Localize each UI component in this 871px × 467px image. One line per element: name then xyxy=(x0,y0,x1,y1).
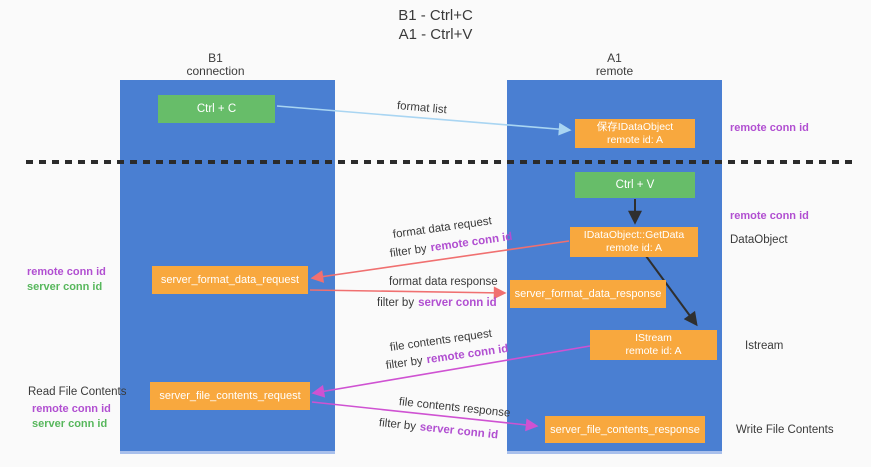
istream-label: Istream xyxy=(745,340,784,352)
save-dataobject-line2: remote id: A xyxy=(606,133,664,146)
getdata-box: IDataObject::GetData remote id: A xyxy=(570,227,698,257)
save-dataobject-box: 保存IDataObject remote id: A xyxy=(575,119,695,148)
title-line-2: A1 - Ctrl+V xyxy=(398,26,473,43)
getdata-line1: IDataObject::GetData xyxy=(583,229,685,241)
server-file-contents-response-label: server_file_contents_response xyxy=(550,423,700,436)
istream-line2: remote id: A xyxy=(625,345,682,357)
server-format-data-request-box: server_format_data_request xyxy=(152,266,308,294)
ctrl-v-label: Ctrl + V xyxy=(615,179,655,191)
dataobject-label: DataObject xyxy=(730,234,788,246)
istream-line1: IStream xyxy=(635,332,672,344)
ctrl-c-label: Ctrl + C xyxy=(196,103,237,115)
istream-box: IStream remote id: A xyxy=(590,330,717,360)
format-data-response-label: format data response xyxy=(389,276,498,288)
format-data-response-arrow xyxy=(309,286,507,300)
filter-by-text: filter by xyxy=(385,354,424,372)
filter-by-text: filter by xyxy=(378,417,417,433)
remote-conn-id-label-left-2: remote conn id xyxy=(32,403,111,415)
phase-separator-dashed-line xyxy=(26,160,852,164)
remote-conn-id-label-right-mid: remote conn id xyxy=(730,210,809,222)
lifeline-right-role: remote xyxy=(595,64,634,78)
read-file-contents-label: Read File Contents xyxy=(28,386,127,398)
lifeline-left-role: connection xyxy=(186,64,245,78)
save-dataobject-line1: 保存IDataObject xyxy=(596,120,674,133)
title-line-1: B1 - Ctrl+C xyxy=(398,7,473,24)
server-format-data-response-label: server_format_data_response xyxy=(514,288,662,300)
ctrl-c-box: Ctrl + C xyxy=(158,95,275,123)
server-format-data-response-box: server_format_data_response xyxy=(510,280,666,308)
lifeline-left-name: B1 xyxy=(208,51,223,65)
ctrl-v-box: Ctrl + V xyxy=(575,172,695,198)
filter-by-text: filter by xyxy=(389,242,428,260)
server-conn-id-label-left-1: server conn id xyxy=(27,281,103,293)
remote-conn-id-text: remote conn id xyxy=(429,230,514,255)
lifeline-right-name: A1 xyxy=(607,51,622,65)
format-list-label: format list xyxy=(396,100,448,117)
server-conn-id-text: server conn id xyxy=(418,297,497,309)
lifeline-right-header: A1 remote xyxy=(507,52,722,78)
server-conn-id-text: server conn id xyxy=(419,421,499,442)
diagram-title: B1 - Ctrl+C A1 - Ctrl+V xyxy=(0,6,871,44)
server-file-contents-response-box: server_file_contents_response xyxy=(545,416,705,443)
server-conn-id-label-left-2: server conn id xyxy=(32,418,108,430)
server-file-contents-request-label: server_file_contents_request xyxy=(159,390,301,402)
remote-conn-id-label-left-1: remote conn id xyxy=(27,266,106,278)
write-file-contents-label: Write File Contents xyxy=(736,424,834,436)
file-contents-response-label: file contents response xyxy=(398,396,511,420)
remote-conn-id-label-right-top: remote conn id xyxy=(730,122,809,134)
filter-by-text: filter by xyxy=(377,297,415,309)
getdata-line2: remote id: A xyxy=(605,242,663,254)
server-format-data-request-label: server_format_data_request xyxy=(160,274,300,286)
lifeline-left-header: B1 connection xyxy=(108,52,323,78)
server-file-contents-request-box: server_file_contents_request xyxy=(150,382,310,410)
